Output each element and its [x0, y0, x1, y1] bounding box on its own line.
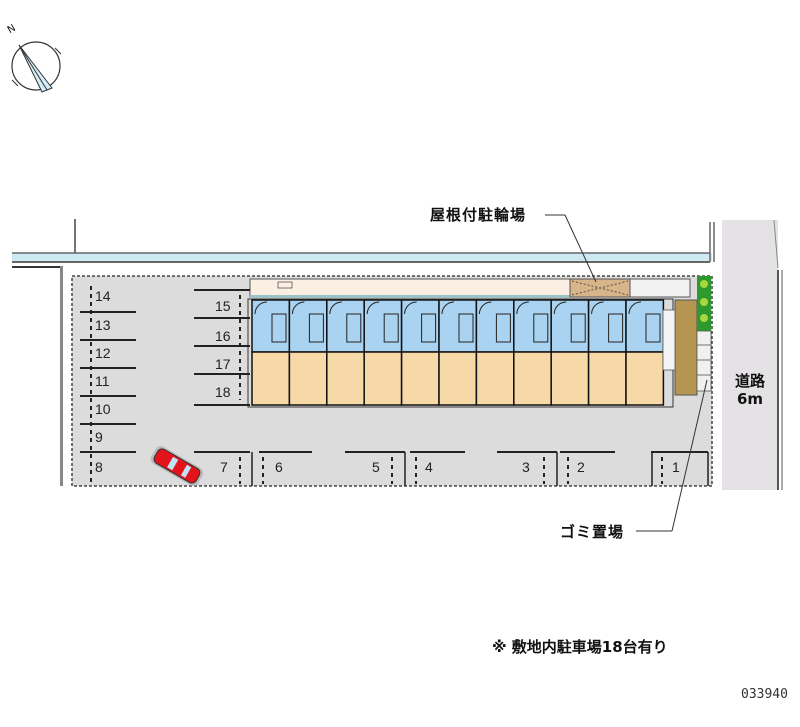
parking-stall-number: 17 — [215, 356, 231, 372]
parking-stall-number: 9 — [95, 429, 103, 445]
parking-stall-number: 4 — [425, 459, 433, 475]
entrance-area — [662, 276, 712, 396]
apartment-unit — [400, 299, 440, 406]
parking-stall-number: 3 — [522, 459, 530, 475]
apartment-unit — [513, 299, 552, 406]
parking-stall-lines — [80, 286, 709, 486]
parking-stall-number: 2 — [577, 459, 585, 475]
apartment-unit — [363, 299, 403, 406]
north-arrow-icon — [11, 41, 62, 93]
parking-stall-number: 1 — [672, 459, 680, 475]
parking-stall-number: 18 — [215, 384, 231, 400]
parking-stall-number: 7 — [220, 459, 228, 475]
footnote: ※ 敷地内駐車場18台有り — [492, 638, 668, 656]
apartment-building — [247, 298, 674, 408]
car-icon — [150, 446, 204, 486]
road-width: 6m — [736, 390, 764, 408]
waterway — [12, 219, 715, 486]
apartment-unit — [438, 299, 478, 406]
parking-stall-number: 16 — [215, 328, 231, 344]
map-code: 033940 — [741, 687, 788, 702]
road-label: 道路 6m — [726, 372, 774, 408]
parking-stall-number: 5 — [372, 459, 380, 475]
road — [722, 219, 783, 490]
apartment-unit — [288, 299, 328, 406]
parking-stall-number: 15 — [215, 298, 231, 314]
apartment-unit — [475, 299, 515, 406]
parking-stall-number: 14 — [95, 288, 111, 304]
parking-stall-number: 13 — [95, 317, 111, 333]
walkway — [249, 278, 691, 298]
parking-stall-number: 10 — [95, 401, 111, 417]
bicycle-parking-label: 屋根付駐輪場 — [430, 206, 527, 224]
parking-stall-number: 8 — [95, 459, 103, 475]
apartment-unit — [550, 299, 590, 406]
apartment-unit — [251, 299, 291, 406]
apartment-unit — [625, 299, 665, 406]
parking-stall-number: 6 — [275, 459, 283, 475]
garbage-area-label: ゴミ置場 — [560, 523, 625, 541]
parking-stall-number: 12 — [95, 345, 111, 361]
road-name: 道路 — [734, 372, 765, 390]
parking-stall-number: 11 — [95, 373, 110, 389]
callout-leaders — [545, 214, 708, 532]
apartment-unit — [587, 299, 627, 406]
apartment-unit — [326, 299, 365, 406]
